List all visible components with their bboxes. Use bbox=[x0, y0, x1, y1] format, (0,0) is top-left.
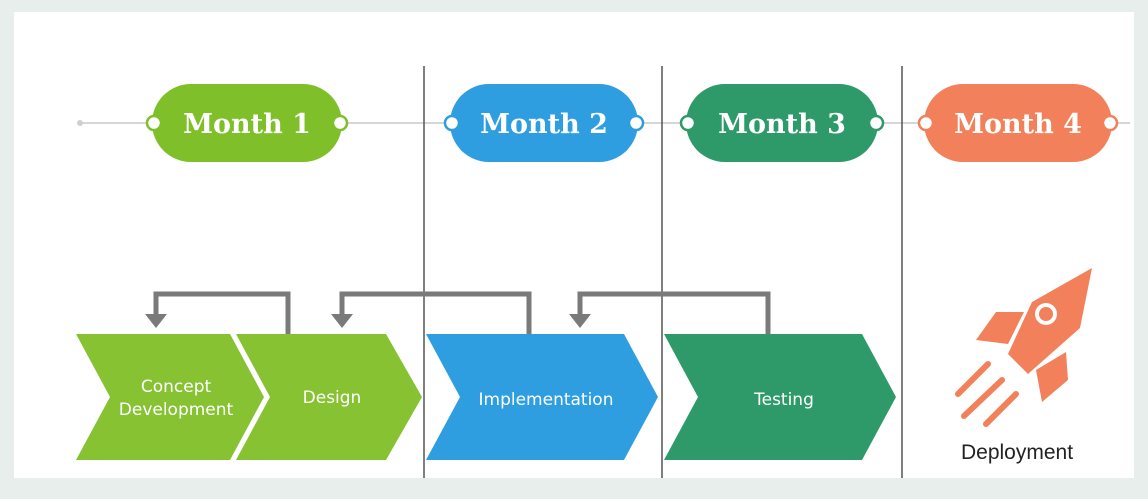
phase-testing-label: Testing bbox=[753, 390, 814, 410]
month-2-left-node bbox=[443, 114, 461, 132]
phase-concept-development-label-line2: Development bbox=[119, 400, 234, 420]
month-1-pill: Month 1 bbox=[145, 84, 349, 162]
phase-testing: Testing bbox=[664, 334, 896, 460]
month-1-right-node bbox=[331, 114, 349, 132]
month-3-left-node bbox=[679, 114, 697, 132]
phase-design: Design bbox=[236, 334, 422, 460]
project-timeline-diagram: Month 1 Month 2 Month 3 Month 4 Concept … bbox=[76, 66, 1130, 478]
month-1-pill-shape bbox=[152, 84, 342, 162]
month-3-pill: Month 3 bbox=[679, 84, 885, 162]
month-3-label: Month 3 bbox=[718, 109, 846, 140]
month-4-left-node bbox=[917, 114, 935, 132]
rocket-right-fin bbox=[1036, 352, 1068, 402]
feedback-arrow-implementation-to-design bbox=[339, 291, 532, 334]
rocket-flame-2 bbox=[961, 377, 1005, 419]
month-2-pill: Month 2 bbox=[443, 84, 645, 162]
phase-design-label: Design bbox=[303, 388, 362, 408]
month-4-label: Month 4 bbox=[954, 109, 1082, 140]
feedback-arrow-design-to-concept bbox=[153, 291, 291, 334]
timeline-start-dot bbox=[77, 120, 83, 126]
feedback-arrows bbox=[153, 291, 771, 334]
month-3-pill-shape bbox=[686, 84, 878, 162]
deployment-label: Deployment bbox=[961, 441, 1073, 464]
rocket-icon bbox=[955, 268, 1092, 427]
month-3-right-node bbox=[867, 114, 885, 132]
month-4-pill-shape bbox=[924, 84, 1112, 162]
month-4-pill: Month 4 bbox=[917, 84, 1119, 162]
rocket-flame-1 bbox=[955, 361, 991, 397]
phase-concept-development-label-line1: Concept bbox=[141, 377, 212, 397]
month-1-left-node bbox=[145, 114, 163, 132]
phase-implementation: Implementation bbox=[426, 334, 658, 460]
month-2-right-node bbox=[627, 114, 645, 132]
rocket-window-ring bbox=[1039, 307, 1053, 321]
month-1-label: Month 1 bbox=[183, 109, 311, 140]
rocket-left-fin bbox=[976, 312, 1024, 344]
arrowhead-design bbox=[331, 314, 353, 328]
feedback-arrow-testing-to-implementation bbox=[577, 291, 771, 334]
phase-design-chevron bbox=[236, 334, 422, 460]
month-2-label: Month 2 bbox=[480, 109, 608, 140]
phase-concept-development-chevron bbox=[76, 334, 264, 460]
month-4-right-node bbox=[1101, 114, 1119, 132]
rocket-flame-3 bbox=[983, 391, 1019, 427]
arrowhead-concept bbox=[145, 314, 167, 328]
diagram-frame: Month 1 Month 2 Month 3 Month 4 Concept … bbox=[14, 12, 1134, 478]
phase-implementation-chevron bbox=[426, 334, 658, 460]
phase-concept-development: Concept Development bbox=[76, 334, 264, 460]
phase-implementation-label: Implementation bbox=[479, 390, 614, 410]
month-2-pill-shape bbox=[450, 84, 638, 162]
arrowhead-implementation bbox=[569, 314, 591, 328]
phase-testing-chevron bbox=[664, 334, 896, 460]
